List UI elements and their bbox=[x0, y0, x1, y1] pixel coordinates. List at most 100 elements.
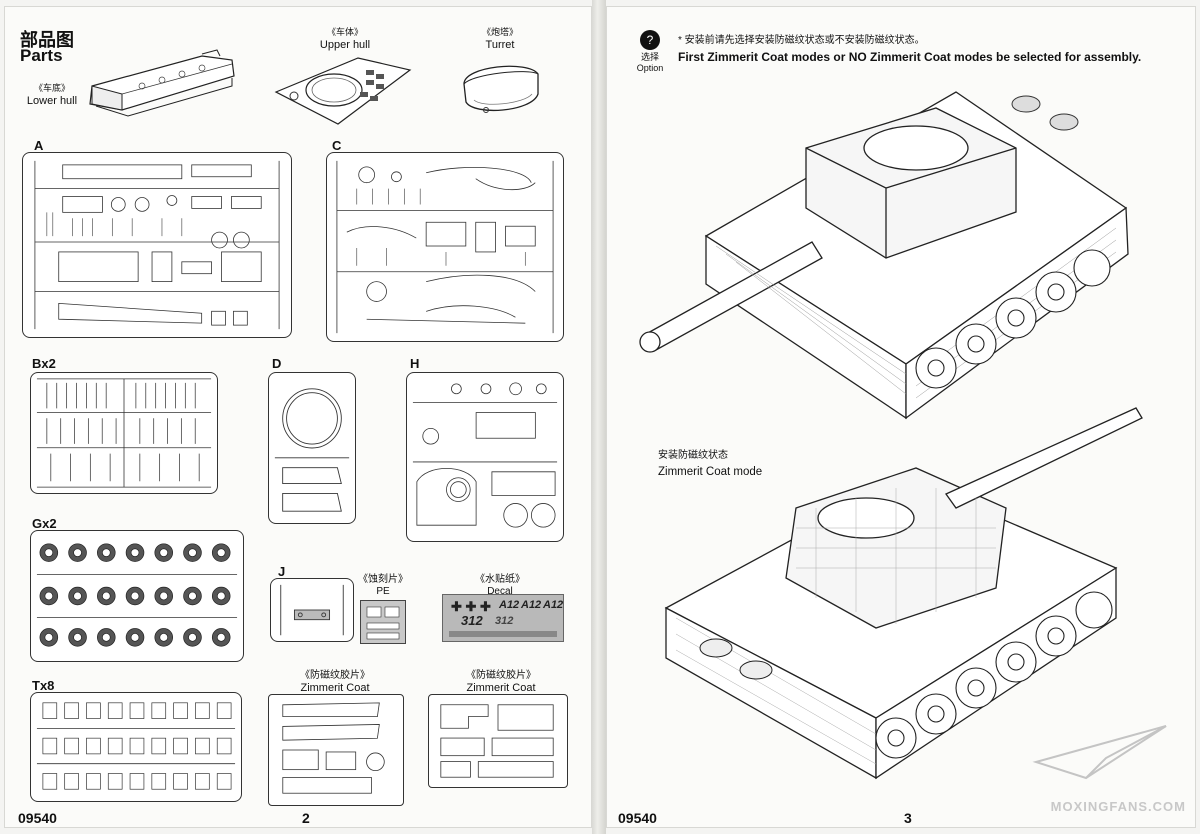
road-wheel-part bbox=[159, 633, 169, 642]
upper-hull-label-cn: 《车体》 bbox=[326, 27, 363, 37]
track-link-part bbox=[107, 737, 123, 755]
assembly-note-cn: * 安装前请先选择安装防磁纹状态或不安装防磁纹状态。 bbox=[678, 35, 925, 46]
track-link-part bbox=[42, 702, 58, 719]
decal-label: 《水贴纸》 Decal bbox=[470, 574, 530, 598]
decal-marking-2: A12 bbox=[521, 599, 542, 611]
lower-hull-label-en: Lower hull bbox=[26, 95, 78, 107]
right-page-number: 3 bbox=[904, 810, 912, 826]
track-link-part bbox=[173, 737, 188, 755]
road-wheel-part bbox=[44, 548, 54, 557]
pe-fret bbox=[360, 600, 406, 644]
pe-label-en: PE bbox=[376, 586, 390, 597]
track-link-part bbox=[107, 773, 123, 790]
track-link-part bbox=[129, 737, 145, 755]
left-page-number: 2 bbox=[302, 810, 310, 826]
sprue-a bbox=[22, 152, 292, 338]
decal-sheet: ✚ ✚ ✚ A12 A12 A12 312 312 bbox=[442, 594, 564, 642]
track-link-part bbox=[64, 737, 79, 755]
road-wheel-part bbox=[159, 548, 169, 557]
sprue-b bbox=[30, 372, 218, 494]
track-link-part bbox=[216, 702, 232, 719]
track-link-part bbox=[151, 737, 167, 755]
decal-marking-5: 312 bbox=[495, 615, 514, 627]
road-wheel-part bbox=[216, 591, 226, 601]
road-wheel-part bbox=[188, 591, 197, 601]
road-wheel-part bbox=[130, 591, 140, 601]
upper-hull-label-en: Upper hull bbox=[319, 39, 371, 51]
pe-label: 《蚀刻片》 PE bbox=[358, 574, 408, 598]
sprue-a-label: A bbox=[34, 138, 44, 153]
road-wheel-part bbox=[159, 591, 169, 601]
road-wheel-part bbox=[73, 548, 82, 557]
track-link-part bbox=[129, 773, 145, 790]
track-link-part bbox=[195, 737, 210, 755]
sprue-b-label: Bx2 bbox=[32, 356, 56, 371]
decal-marking-1: A12 bbox=[499, 599, 520, 611]
watermark-text: MOXINGFANS.COM bbox=[1050, 799, 1186, 814]
option-icon: ? bbox=[640, 30, 660, 50]
track-link-part bbox=[42, 737, 58, 755]
track-link-part bbox=[129, 702, 145, 719]
track-link-part bbox=[86, 702, 101, 719]
track-link-part bbox=[64, 702, 79, 719]
turret-label: 《炮塔》 Turret bbox=[470, 26, 530, 52]
road-wheel-part bbox=[130, 548, 140, 557]
decal-crosses: ✚ ✚ ✚ bbox=[451, 599, 491, 614]
decal-label-en: Decal bbox=[487, 586, 513, 597]
road-wheel-part bbox=[188, 548, 197, 557]
track-link-part bbox=[107, 702, 123, 719]
track-link-part bbox=[195, 702, 210, 719]
sprue-t bbox=[30, 692, 242, 802]
track-link-part bbox=[151, 773, 167, 790]
left-product-code: 09540 bbox=[18, 810, 57, 826]
road-wheel-part bbox=[44, 591, 54, 601]
sprue-j bbox=[270, 578, 354, 642]
track-link-part bbox=[86, 773, 101, 790]
right-product-code: 09540 bbox=[618, 810, 657, 826]
decal-marking-4: 312 bbox=[461, 613, 483, 628]
sprue-h-label: H bbox=[410, 356, 420, 371]
tank-drawing-zimmerit bbox=[664, 407, 1143, 780]
road-wheel-part bbox=[101, 633, 111, 642]
assembly-note: * 安装前请先选择安装防磁纹状态或不安装防磁纹状态。 First Zimmeri… bbox=[678, 32, 1141, 66]
sprue-j-label: J bbox=[278, 564, 286, 579]
road-wheel-part bbox=[130, 633, 140, 642]
sprue-c bbox=[326, 152, 564, 342]
road-wheel-part bbox=[216, 548, 226, 557]
watermark-logo bbox=[1032, 725, 1167, 780]
pe-label-cn: 《蚀刻片》 bbox=[358, 574, 408, 585]
upper-hull-label: 《车体》 Upper hull bbox=[300, 26, 390, 52]
option-label-en: Option bbox=[636, 63, 664, 73]
sprue-c-label: C bbox=[332, 138, 342, 153]
road-wheel-part bbox=[44, 633, 54, 642]
parts-title-en: Parts bbox=[20, 46, 63, 65]
zimmerit-mode-en: Zimmerit Coat mode bbox=[658, 466, 763, 478]
track-link-part bbox=[151, 702, 167, 719]
track-link-part bbox=[64, 773, 79, 790]
zimmerit-1-label-en: Zimmerit Coat bbox=[300, 682, 370, 694]
turret-label-cn: 《炮塔》 bbox=[481, 27, 518, 37]
zimmerit-2-label-en: Zimmerit Coat bbox=[466, 682, 536, 694]
page-gutter bbox=[592, 0, 606, 834]
decal-footer bbox=[449, 631, 557, 637]
zimmerit-1-label: 《防磁纹胶片》 Zimmerit Coat bbox=[290, 670, 380, 694]
track-link-part bbox=[86, 737, 101, 755]
track-link-part bbox=[216, 737, 232, 755]
decal-marking-3: A12 bbox=[543, 599, 564, 611]
tank-drawing-no-zimmerit bbox=[639, 91, 1129, 420]
sprue-d-label: D bbox=[272, 356, 282, 371]
road-wheel-part bbox=[216, 633, 226, 642]
lower-hull-drawing bbox=[89, 49, 235, 117]
track-link-part bbox=[216, 773, 232, 790]
sprue-h bbox=[406, 372, 564, 542]
zimmerit-mode-caption: 安装防磁纹状态 Zimmerit Coat mode bbox=[658, 448, 762, 480]
road-wheel-part bbox=[73, 633, 82, 642]
zimmerit-2-label-cn: 《防磁纹胶片》 bbox=[466, 670, 536, 681]
road-wheel-part bbox=[188, 633, 197, 642]
track-link-part bbox=[195, 773, 210, 790]
option-marker: ? 选择 Option bbox=[628, 30, 672, 74]
track-link-part bbox=[173, 773, 188, 790]
upper-hull-drawing bbox=[274, 57, 412, 125]
sprue-g bbox=[30, 530, 244, 662]
road-wheel-part bbox=[101, 591, 111, 601]
